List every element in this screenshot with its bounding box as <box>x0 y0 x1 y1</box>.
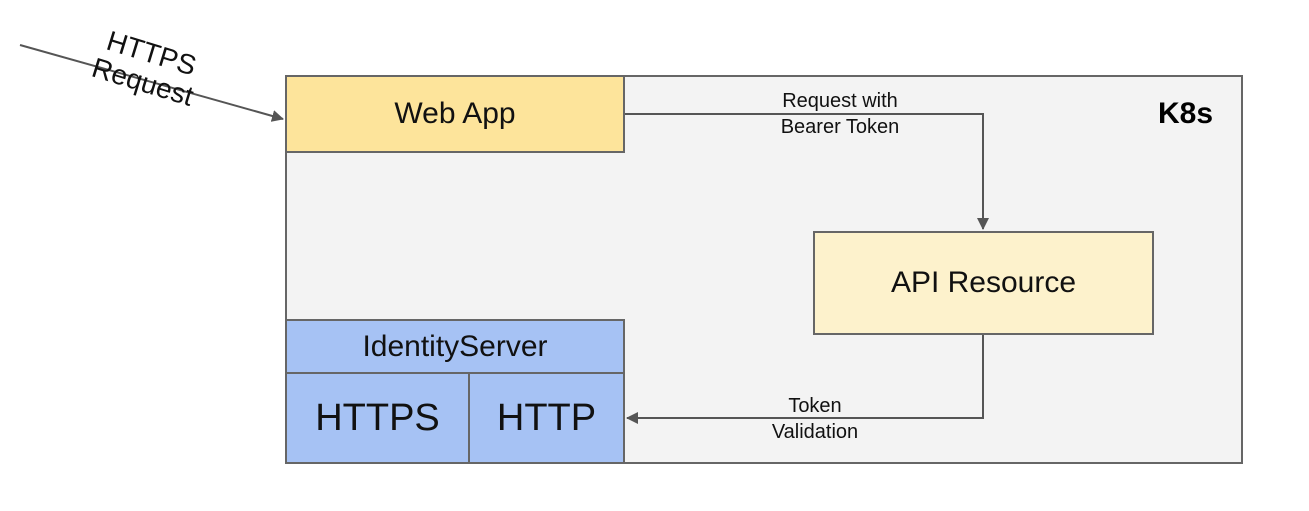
identity-server-label: IdentityServer <box>362 329 548 363</box>
token-validation-label-line1: Token <box>788 395 842 417</box>
incoming-request-arrow <box>19 44 284 122</box>
https-port-label: HTTPS <box>315 396 440 439</box>
api-resource-node: API Resource <box>813 231 1154 335</box>
identity-server-https-port: HTTPS <box>285 372 470 464</box>
token-validation-label-line2: Validation <box>771 421 859 443</box>
api-resource-label: API Resource <box>890 266 1077 299</box>
http-port-label: HTTP <box>496 396 597 439</box>
web-to-api-label-line2: Bearer Token <box>780 116 900 138</box>
identity-server-node: IdentityServer <box>285 319 625 374</box>
token-validation-label: Token Validation <box>755 393 875 445</box>
web-app-label: Web App <box>394 97 516 130</box>
web-to-api-label-line1: Request with <box>782 90 898 112</box>
web-to-api-label: Request with Bearer Token <box>760 88 920 140</box>
web-to-api-arrow <box>625 113 989 230</box>
web-app-node: Web App <box>285 75 625 153</box>
k8s-cluster-label: K8s <box>1158 97 1214 130</box>
api-to-identity-arrow <box>626 335 984 424</box>
identity-server-http-port: HTTP <box>468 372 625 464</box>
